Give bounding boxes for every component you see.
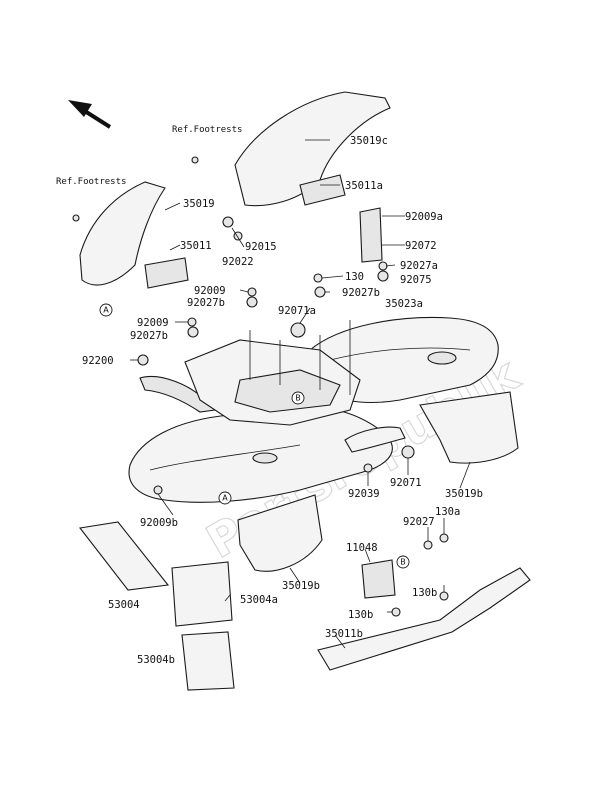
inner-fender-35019c [234, 91, 391, 207]
washer-92027 [423, 540, 433, 550]
callout-a-left: A [99, 303, 113, 317]
washer-92027b [314, 286, 326, 298]
label-35019b-2: 35019b [282, 580, 320, 592]
label-92071: 92071 [390, 477, 422, 489]
bracket-35011a [299, 174, 346, 206]
center-body-panel [184, 320, 361, 426]
front-direction-arrow [68, 100, 112, 129]
svg-text:B: B [400, 558, 406, 567]
label-ref-footrests-2: Ref.Footrests [56, 177, 126, 187]
nut-92009-2 [187, 317, 197, 327]
label-53004a: 53004a [240, 594, 278, 606]
grommet-92071a [290, 322, 306, 338]
label-92072: 92072 [405, 240, 437, 252]
label-92022: 92022 [222, 256, 254, 268]
label-53004: 53004 [108, 599, 140, 611]
svg-text:A: A [222, 494, 228, 503]
label-35011: 35011 [180, 240, 212, 252]
label-92027b-3: 92027b [130, 330, 168, 342]
panel-53004a [171, 561, 233, 627]
callout-a-bottom: A [218, 491, 232, 505]
bolt-92009b [153, 485, 163, 495]
nut-92009 [247, 287, 257, 297]
label-130b-1: 130b [412, 587, 437, 599]
grommet-92071 [401, 445, 415, 459]
bolt-130a [439, 533, 449, 543]
svg-text:B: B [295, 394, 301, 403]
label-92027b-2: 92027b [187, 297, 225, 309]
label-92027a: 92027a [400, 260, 438, 272]
rear-mudflap-35019b [419, 391, 519, 464]
bolt-130b [439, 591, 449, 601]
label-130: 130 [345, 271, 364, 283]
label-ref-footrests-1: Ref.Footrests [172, 125, 242, 135]
callout-b-center: B [291, 391, 305, 405]
label-92009b: 92009b [140, 517, 178, 529]
panel-53004b [181, 631, 235, 691]
label-92027b-1: 92027b [342, 287, 380, 299]
panel-53004 [78, 521, 170, 591]
bracket-11048 [361, 559, 396, 599]
nut-92075 [377, 270, 389, 282]
label-92071a: 92071a [278, 305, 316, 317]
label-35019: 35019 [183, 198, 215, 210]
callout-b-right: B [396, 555, 410, 569]
label-92075: 92075 [400, 274, 432, 286]
fastener-92015 [222, 216, 234, 228]
inner-fender-35019 [79, 181, 166, 286]
washer-92027b-3 [187, 326, 199, 338]
svg-text:A: A [103, 306, 109, 315]
bolt-130b-2 [391, 607, 401, 617]
label-92009-2: 92009 [137, 317, 169, 329]
label-92200: 92200 [82, 355, 114, 367]
label-35023a: 35023a [385, 298, 423, 310]
label-92015: 92015 [245, 241, 277, 253]
label-92009a: 92009a [405, 211, 443, 223]
bracket-35011 [144, 257, 189, 289]
front-mudflap-35019b [237, 494, 323, 572]
label-35019c: 35019c [350, 135, 388, 147]
label-35011b: 35011b [325, 628, 363, 640]
label-53004b: 53004b [137, 654, 175, 666]
washer-92027b-2 [246, 296, 258, 308]
label-92039: 92039 [348, 488, 380, 500]
stay-92072 [359, 207, 383, 263]
clip-92039 [363, 463, 373, 473]
frame-brace-35011b [317, 567, 531, 671]
label-11048: 11048 [346, 542, 378, 554]
label-130a: 130a [435, 506, 460, 518]
bolt-ref-1 [191, 156, 199, 164]
bolt-130 [313, 273, 323, 283]
washer-92027a [378, 261, 388, 271]
label-35011a: 35011a [345, 180, 383, 192]
leader-lines [130, 139, 471, 649]
clip-92200 [137, 354, 149, 366]
label-92009-1: 92009 [194, 285, 226, 297]
label-35019b-1: 35019b [445, 488, 483, 500]
label-130b-2: 130b [348, 609, 373, 621]
label-92027: 92027 [403, 516, 435, 528]
bolt-ref-2 [72, 214, 80, 222]
side-panel-35023a [344, 426, 406, 453]
